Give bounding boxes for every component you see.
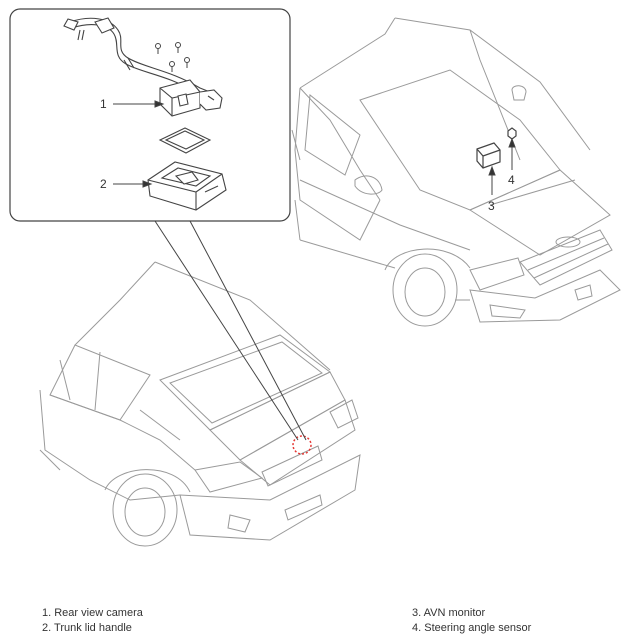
callout-1-leader [113, 100, 165, 108]
callout-2-label: 2 [100, 177, 107, 191]
front-car-illustration [291, 17, 621, 327]
camera-location-highlight [292, 435, 312, 455]
wiring-harness [63, 17, 211, 94]
steering-angle-sensor-part [507, 127, 517, 140]
legend-right: 3. AVN monitor 4. Steering angle sensor [412, 606, 531, 636]
legend-left: 1. Rear view camera 2. Trunk lid handle [42, 606, 143, 636]
avn-monitor-part [476, 142, 501, 169]
trunk-lid-handle-part [147, 161, 227, 211]
callout-4-label: 4 [508, 173, 515, 187]
screws [155, 42, 190, 72]
rear-car-illustration [39, 261, 361, 547]
detail-inset-panel [9, 8, 291, 222]
inset-projection-lines [154, 220, 307, 441]
callout-3-leader [488, 165, 496, 195]
legend-item-steering-angle-sensor: 4. Steering angle sensor [412, 622, 532, 634]
callout-1-label: 1 [100, 97, 107, 111]
rear-view-camera-part [159, 79, 223, 117]
legend-item-trunk-lid-handle: 2. Trunk lid handle [42, 622, 132, 634]
callout-2-leader [113, 180, 153, 188]
callout-4-leader [508, 137, 516, 170]
camera-gasket-part [158, 127, 212, 154]
callout-3-label: 3 [488, 199, 495, 213]
legend-item-rear-view-camera: 1. Rear view camera [42, 607, 143, 619]
legend-item-avn-monitor: 3. AVN monitor [412, 607, 486, 619]
